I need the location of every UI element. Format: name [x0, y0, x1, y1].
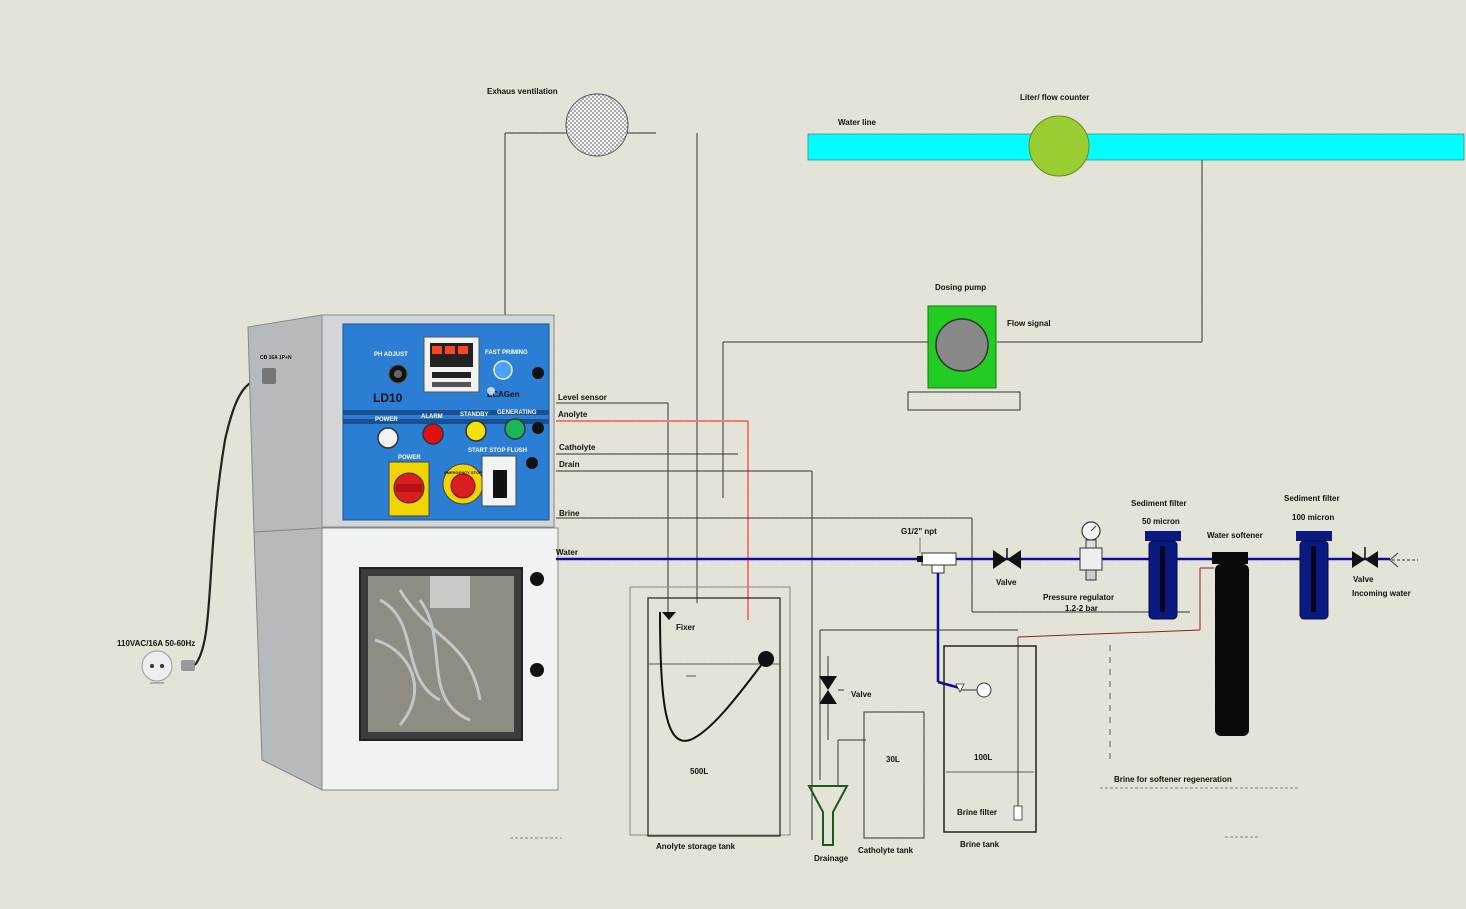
water-pipe: Water G1/2" npt Valve Pressure regulator… [556, 494, 1418, 736]
catholyte-tank: 30L Catholyte tank [858, 711, 925, 855]
exhaust-ventilation: Exhaus ventilation [487, 87, 698, 603]
fast-priming-label: FAST PRIMING [485, 350, 528, 356]
fixer-label: Fixer [676, 623, 695, 632]
fast-priming-button[interactable] [493, 360, 513, 380]
water-line: Water line Liter/ flow counter [807, 93, 1465, 343]
flow-counter-label: Liter/ flow counter [1020, 93, 1089, 102]
fitting-label: G1/2" npt [901, 527, 937, 536]
exhaust-ventilation-label: Exhaus ventilation [487, 87, 558, 96]
brine-tank-label: Brine tank [960, 840, 1000, 849]
sediment-filter-50-label: Sediment filter [1131, 499, 1187, 508]
standby-lamp [465, 420, 487, 442]
device-connections: Level sensor Anolyte Catholyte Drain Bri… [556, 393, 1190, 840]
ph-adjust-label: PH ADJUST [374, 352, 408, 358]
alarm-lamp [422, 423, 444, 445]
flow-signal-label: Flow signal [1007, 319, 1051, 328]
sediment-filter-50-rating: 50 micron [1142, 517, 1180, 526]
drainage-label: Drainage [814, 854, 849, 863]
sediment-filter-100-rating: 100 micron [1292, 513, 1334, 522]
water-label: Water [556, 548, 578, 557]
mode-switch-label: START STOP FLUSH [468, 448, 527, 454]
sediment-filter-100-label: Sediment filter [1284, 494, 1340, 503]
water-softener-label: Water softener [1207, 531, 1263, 540]
power-supply-label: 110VAC/16A 50-60Hz [117, 639, 195, 648]
generating-lamp [504, 418, 526, 440]
indicator-power-label: POWER [375, 417, 398, 423]
drainage: Valve Drainage [807, 656, 872, 863]
brine-label: Brine [559, 509, 580, 518]
drain-label: Drain [559, 460, 580, 469]
dosing-pump-label: Dosing pump [935, 283, 986, 292]
anolyte-volume-label: 500L [690, 767, 708, 776]
anolyte-tank-label: Anolyte storage tank [656, 842, 736, 851]
model-label: LD10 [373, 391, 403, 405]
softener-brine-lines: Brine for softener regeneration [510, 567, 1300, 839]
water-line-label: Water line [838, 118, 876, 127]
valve-main-label: Valve [996, 578, 1017, 587]
brine-regeneration-label: Brine for softener regeneration [1114, 775, 1232, 784]
mode-switch[interactable] [493, 470, 507, 498]
power-switch-label: POWER [398, 455, 421, 461]
brine-tank: 100L Brine filter Brine tank [943, 645, 1037, 849]
brine-volume-label: 100L [974, 753, 992, 762]
emergency-stop-button[interactable] [450, 473, 476, 499]
power-lamp [377, 427, 399, 449]
indicator-standby-label: STANDBY [460, 412, 489, 418]
brand-label: ECAGen [487, 390, 520, 399]
pressure-range-label: 1.2-2 bar [1065, 604, 1098, 613]
anolyte-storage-tank: Fixer 500L Anolyte storage tank [629, 586, 791, 851]
pressure-regulator-label: Pressure regulator [1043, 593, 1114, 602]
dosing-pump: Dosing pump Flow signal [722, 283, 1051, 498]
catholyte-tank-label: Catholyte tank [858, 846, 914, 855]
brine-filter-label: Brine filter [957, 808, 997, 817]
anolyte-label: Anolyte [558, 410, 588, 419]
catholyte-label: Catholyte [559, 443, 596, 452]
emergency-stop-label: EMERGENCY STOP [444, 470, 482, 475]
catholyte-volume-label: 30L [886, 755, 900, 764]
side-tag: CB 16A 1P+N [260, 355, 292, 361]
incoming-water-label: Incoming water [1352, 589, 1411, 598]
valve-inlet-label: Valve [1353, 575, 1374, 584]
power-supply: 110VAC/16A 50-60Hz [117, 376, 265, 684]
valve-drain-label: Valve [851, 690, 872, 699]
indicator-generating-label: GENERATING [497, 410, 537, 416]
indicator-alarm-label: ALARM [421, 414, 443, 420]
level-sensor-label: Level sensor [558, 393, 607, 402]
ld10-generator: CB 16A 1P+N ECAGen PH ADJUST FAST PRIMIN… [247, 314, 559, 791]
